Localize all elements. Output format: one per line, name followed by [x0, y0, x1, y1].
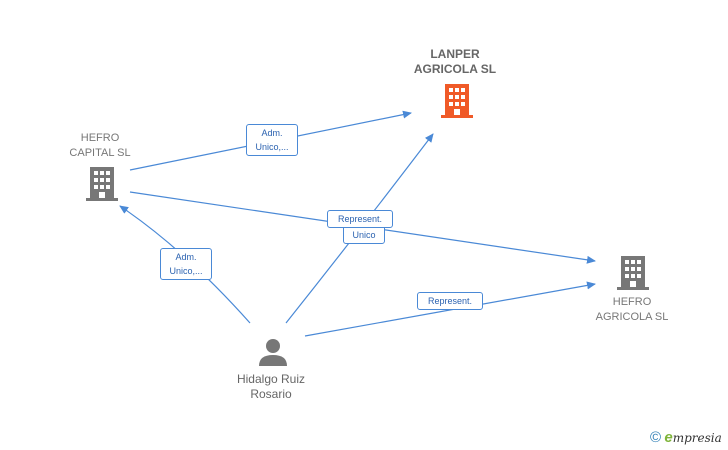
brand-name: mpresia [672, 431, 722, 445]
node-person-label[interactable]: Hidalgo Ruiz Rosario [221, 372, 321, 402]
edge-label-person-to-agricola-line1: Represent. [427, 296, 473, 306]
node-lanper-line1: LANPER [430, 47, 480, 61]
building-icon-lanper[interactable] [441, 84, 473, 118]
node-hefro-agricola-label[interactable]: HEFRO AGRICOLA SL [582, 295, 682, 325]
node-hefro-capital-line2: CAPITAL SL [69, 147, 131, 159]
node-lanper-line2: AGRICOLA SL [413, 62, 497, 76]
building-icon-hefro-agricola[interactable] [617, 256, 649, 290]
node-hefro-capital-label[interactable]: HEFRO CAPITAL SL [50, 131, 150, 161]
edge-label-person-to-lanper-line1: Unico [352, 230, 376, 240]
edge-label-person-to-capital-line1: Adm. [175, 252, 197, 262]
node-hefro-capital-line1: HEFRO [80, 132, 120, 144]
copyright-symbol: © [650, 429, 662, 446]
node-person-line2: Rosario [250, 387, 292, 401]
edge-person-to-agricola [304, 281, 596, 337]
person-icon[interactable] [259, 338, 287, 366]
brand-logo-e: e [664, 429, 673, 446]
node-lanper-label[interactable]: LANPER AGRICOLA SL [405, 47, 505, 77]
edge-label-capital-to-lanper-line1: Adm. [261, 128, 283, 138]
edge-label-capital-to-lanper[interactable]: Adm. Unico,... [246, 124, 298, 156]
edge-label-person-to-agricola[interactable]: Represent. [417, 292, 483, 310]
node-hefro-agricola-line2: AGRICOLA SL [595, 311, 669, 323]
edge-label-capital-to-lanper-line2: Unico,... [255, 142, 289, 152]
building-icon-hefro-capital[interactable] [86, 167, 118, 201]
footer-brand: © empresia [650, 429, 722, 446]
edge-label-capital-to-agricola[interactable]: Represent. [327, 210, 393, 228]
edge-label-capital-to-agricola-line1: Represent. [337, 214, 383, 224]
node-hefro-agricola-line1: HEFRO [612, 296, 652, 308]
edge-label-person-to-capital-line2: Unico,... [169, 266, 203, 276]
edge-label-person-to-capital[interactable]: Adm. Unico,... [160, 248, 212, 280]
node-person-line1: Hidalgo Ruiz [236, 372, 306, 386]
